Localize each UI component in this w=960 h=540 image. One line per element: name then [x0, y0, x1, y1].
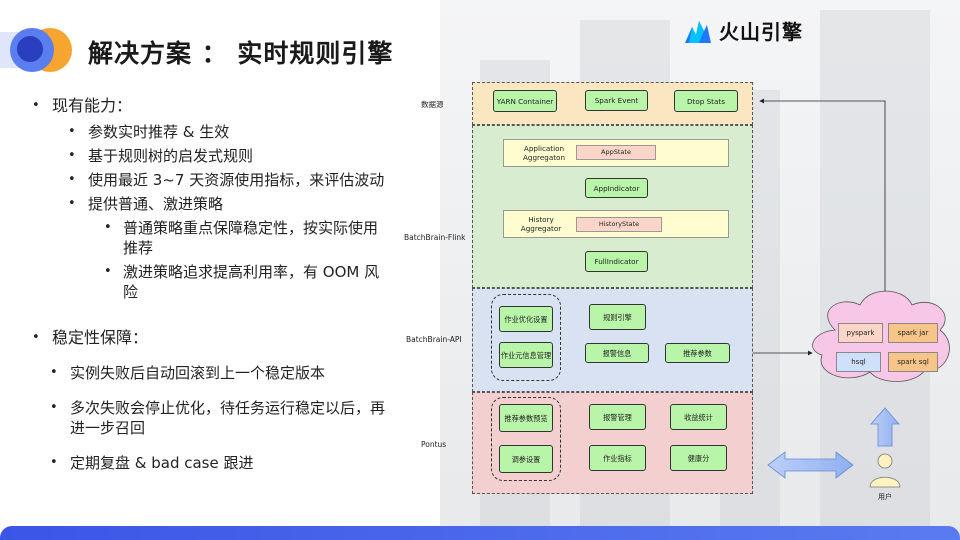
cloud-item-hsql: hsql [836, 352, 881, 372]
app-state: AppState [576, 145, 656, 160]
list-item: •基于规则树的启发式规则 [68, 147, 254, 165]
list-item: •激进策略追求提高利用率，有 OOM 风险 [104, 263, 380, 301]
job-optimization-settings: 作业优化设置 [499, 306, 553, 332]
cloud-item-spark-jar: spark jar [888, 323, 938, 343]
logo-circles-icon [0, 28, 72, 72]
alert-info: 报警信息 [585, 343, 649, 363]
list-item: •使用最近 3~7 天资源使用指标，来评估波动 [68, 171, 385, 189]
brand-name: 火山引擎 [719, 20, 803, 44]
list-item: •现有能力： [32, 96, 133, 115]
double-arrow-icon [767, 451, 854, 479]
history-state: HistoryState [576, 217, 662, 232]
cloud-item-pyspark: pyspark [838, 323, 883, 343]
source-spark-event: Spark Event [585, 90, 648, 111]
list-item: •实例失败后自动回滚到上一个稳定版本 [50, 364, 326, 382]
user-label: 用户 [878, 493, 892, 501]
band-label: Pontus [421, 440, 447, 449]
job-metrics: 作业指标 [589, 445, 646, 471]
list-item: •提供普通、激进策略 [68, 195, 224, 213]
bottom-accent-bar [0, 526, 960, 540]
cloud-item-spark-sql: spark sql [888, 352, 938, 372]
list-item: •定期复盘 & bad case 跟进 [50, 454, 254, 472]
history-aggregator-label: History Aggregator [520, 215, 562, 233]
recommend-params: 推荐参数 [665, 343, 730, 363]
api-group [491, 294, 561, 381]
band-label: BatchBrain-Flink [404, 233, 466, 242]
benefit-stats: 收益统计 [670, 404, 727, 430]
health-score: 健康分 [670, 445, 727, 471]
band-label: 数据源 [421, 100, 444, 109]
full-indicator: FullIndicator [585, 251, 648, 272]
pontus-group [491, 397, 561, 481]
job-metadata-management: 作业元信息管理 [499, 342, 553, 368]
application-aggregation-label: Application Aggregaton [523, 144, 565, 162]
up-arrow-icon [870, 407, 900, 447]
alert-management: 报警管理 [589, 404, 646, 430]
source-dtop-stats: Dtop Stats [674, 90, 738, 112]
tuning-settings: 调参设置 [499, 445, 553, 473]
list-item: •多次失败会停止优化，待任务运行稳定以后，再进一步召回 [50, 399, 386, 437]
user-icon [877, 453, 893, 469]
rule-engine: 规则引擎 [589, 304, 646, 330]
source-yarn-container: YARN Container [493, 90, 557, 112]
page-title: 解决方案 ： 实时规则引擎 [88, 39, 394, 68]
list-item: •普通策略重点保障稳定性，按实际使用推荐 [104, 219, 379, 257]
app-indicator: AppIndicator [585, 178, 648, 198]
brand-logo: 火山引擎 [683, 16, 803, 45]
list-item: •稳定性保障： [32, 328, 149, 347]
bullet-list: •现有能力： •参数实时推荐 & 生效 •基于规则树的启发式规则 •使用最近 3… [28, 96, 388, 477]
params-preview: 推荐参数预览 [499, 404, 553, 432]
volcano-logo-icon [685, 20, 711, 43]
band-label: BatchBrain-API [406, 335, 462, 344]
list-item: •参数实时推荐 & 生效 [68, 123, 230, 141]
